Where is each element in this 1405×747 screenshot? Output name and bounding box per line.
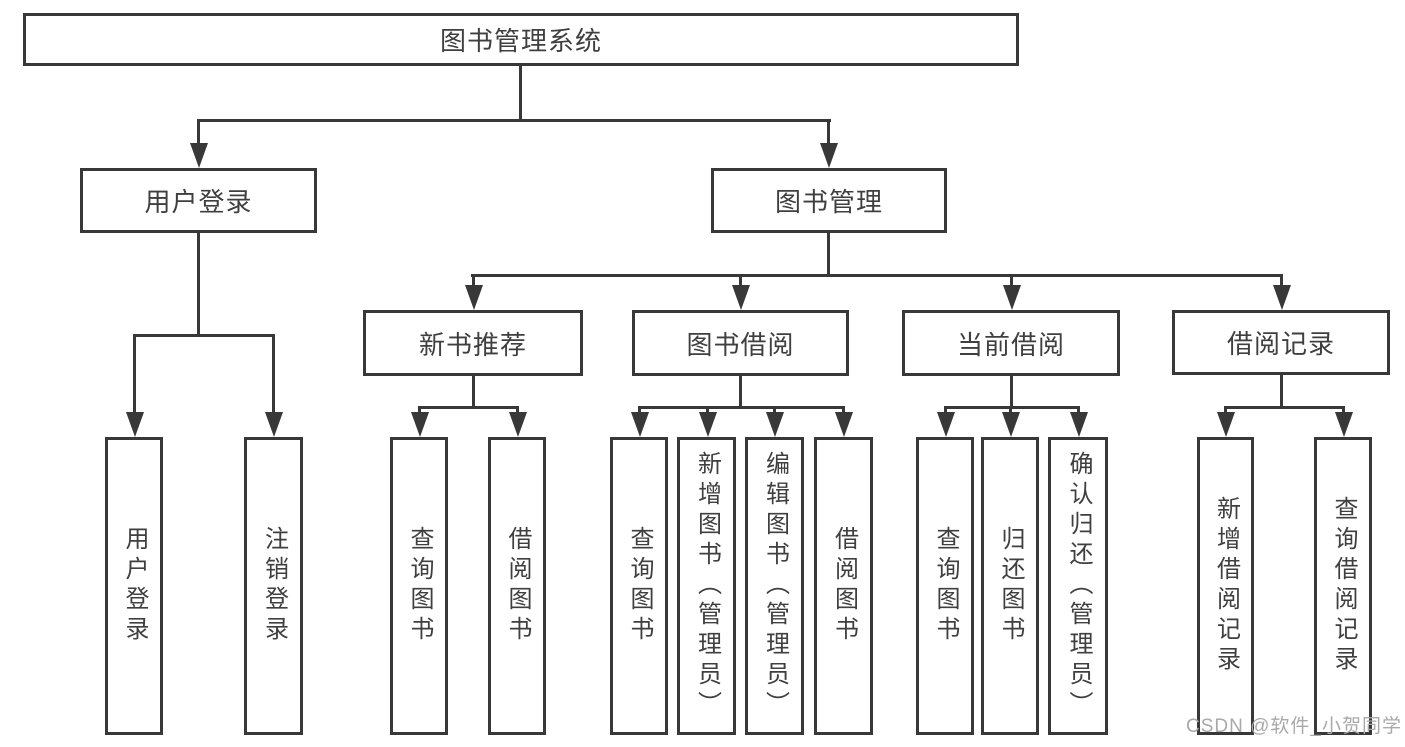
node-leaf-query-books-current: 查询图书 [916,437,974,735]
node-leaf-query-books-current-label: 查询图书 [932,526,959,646]
node-leaf-borrow-books-borrowing: 借阅图书 [814,437,873,735]
connector-borrowing-records-stem [1280,374,1283,409]
connector-current-borrowing-rail [944,406,1080,409]
connector-book-borrowing-rail [638,406,845,409]
arrow-down-icon [765,406,784,437]
node-leaf-borrow-books-recommend: 借阅图书 [488,437,546,735]
arrow-down-icon [630,406,649,437]
node-new-book-recommend-label: 新书推荐 [418,329,527,360]
arrow-down-icon [1334,406,1353,437]
node-leaf-return-books: 归还图书 [981,437,1039,735]
arrow-down-icon [264,334,283,437]
arrow-down-icon [698,406,717,437]
connector-new-book-recommend-rail [418,406,519,409]
connector-borrowing-records-rail [1224,406,1345,409]
arrow-down-icon [936,406,955,437]
node-leaf-logout: 注销登录 [244,437,303,735]
node-leaf-add-borrow-record-label: 新增借阅记录 [1212,496,1240,676]
node-leaf-confirm-return-admin-label: 确认归还（管理员） [1065,451,1092,721]
arrow-down-icon [464,274,483,310]
node-current-borrowing-label: 当前借阅 [956,329,1065,360]
node-current-borrowing: 当前借阅 [902,310,1120,376]
arrow-down-icon [1216,406,1235,437]
node-book-management-label: 图书管理 [774,187,883,217]
node-leaf-query-books-recommend-label: 查询图书 [406,526,433,646]
node-leaf-query-books-borrowing: 查询图书 [610,437,668,735]
node-leaf-edit-books-admin: 编辑图书（管理员） [745,437,804,735]
node-user-login: 用户登录 [80,168,317,233]
node-book-borrowing-label: 图书借阅 [686,329,795,360]
node-leaf-edit-books-admin-label: 编辑图书（管理员） [761,451,789,721]
connector-user-login-rail [133,334,275,337]
arrow-down-icon [508,406,527,437]
node-leaf-return-books-label: 归还图书 [997,526,1024,646]
node-leaf-query-borrow-record: 查询借阅记录 [1314,437,1372,735]
node-root-label: 图书管理系统 [439,26,602,56]
connector-new-book-recommend-stem [472,375,475,409]
arrow-down-icon [410,406,429,437]
node-book-management: 图书管理 [711,168,947,233]
arrow-down-icon [1272,274,1291,310]
node-leaf-logout-label: 注销登录 [260,526,288,646]
connector-root-stem [519,64,522,121]
node-leaf-user-login-label: 用户登录 [121,526,148,646]
node-leaf-query-books-borrowing-label: 查询图书 [626,526,653,646]
connector-book-borrowing-stem [739,375,742,409]
node-leaf-add-borrow-record: 新增借阅记录 [1197,437,1254,735]
csdn-watermark: CSDN @软件_小贺同学 [1186,716,1402,737]
arrow-down-icon [731,274,750,310]
node-leaf-add-books-admin: 新增图书（管理员） [677,437,736,735]
arrow-down-icon [1001,406,1020,437]
node-root: 图书管理系统 [23,13,1019,66]
node-user-login-label: 用户登录 [144,187,253,217]
connector-book-management-stem [827,232,830,277]
node-leaf-borrow-books-recommend-label: 借阅图书 [504,526,531,646]
connector-root-rail [197,119,831,122]
connector-user-login-stem [197,232,200,337]
connector-current-borrowing-stem [1010,375,1013,409]
node-leaf-confirm-return-admin: 确认归还（管理员） [1048,437,1108,735]
node-new-book-recommend: 新书推荐 [363,310,583,376]
node-leaf-query-borrow-record-label: 查询借阅记录 [1330,496,1357,676]
node-leaf-add-books-admin-label: 新增图书（管理员） [693,451,721,721]
node-borrowing-records-label: 借阅记录 [1226,329,1335,359]
arrow-down-icon [125,334,144,437]
node-leaf-query-books-recommend: 查询图书 [390,437,448,735]
node-leaf-borrow-books-borrowing-label: 借阅图书 [830,526,858,646]
arrow-down-icon [819,119,838,168]
connector-book-management-rail [471,274,1283,277]
node-borrowing-records: 借阅记录 [1172,310,1390,375]
arrow-down-icon [1002,274,1021,310]
node-leaf-user-login: 用户登录 [105,437,163,735]
arrow-down-icon [834,406,853,437]
node-book-borrowing: 图书借阅 [632,310,849,376]
arrow-down-icon [189,119,208,168]
arrow-down-icon [1069,406,1088,437]
